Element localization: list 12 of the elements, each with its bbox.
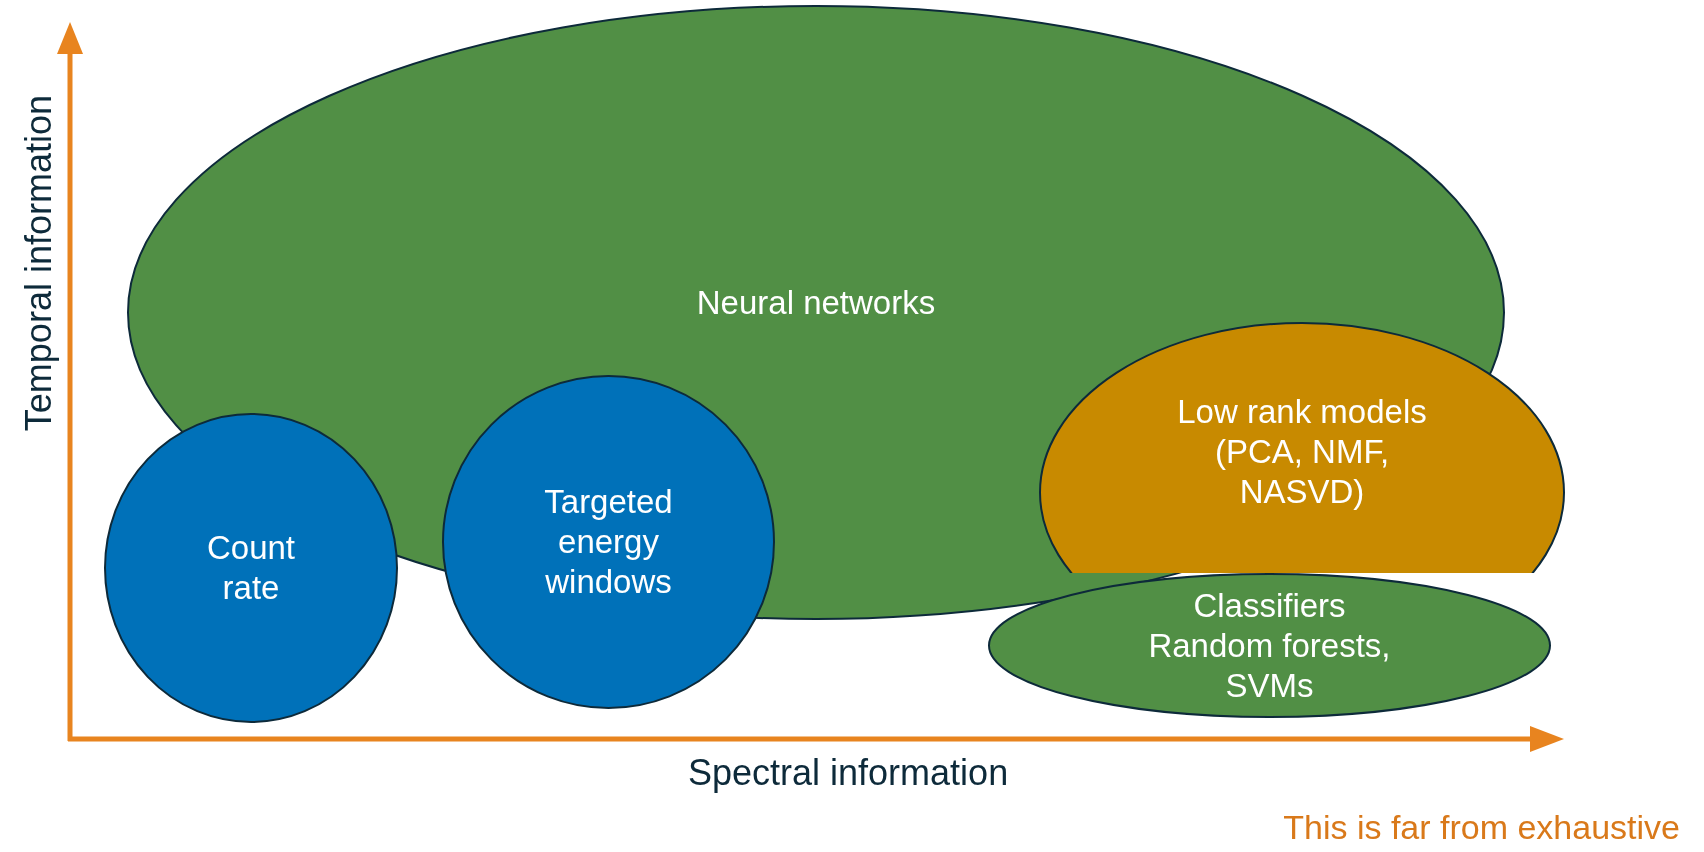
node-label: Count rate xyxy=(205,528,297,608)
node-label: Low rank models (PCA, NMF, NASVD) xyxy=(1176,392,1428,512)
ellipse-shape xyxy=(104,413,398,723)
ellipse-shape xyxy=(442,375,775,709)
node-label: Targeted energy windows xyxy=(543,482,674,602)
axis-title: Spectral information xyxy=(688,752,1009,794)
node-label: Random forests, SVMs xyxy=(1147,625,1392,706)
note-text: This is far from exhaustive xyxy=(1283,808,1680,847)
axis-title: Temporal information xyxy=(18,95,60,432)
ellipse-shape xyxy=(988,573,1551,718)
node-label: Neural networks xyxy=(696,282,936,323)
node-heading: Classifiers xyxy=(1193,585,1346,626)
